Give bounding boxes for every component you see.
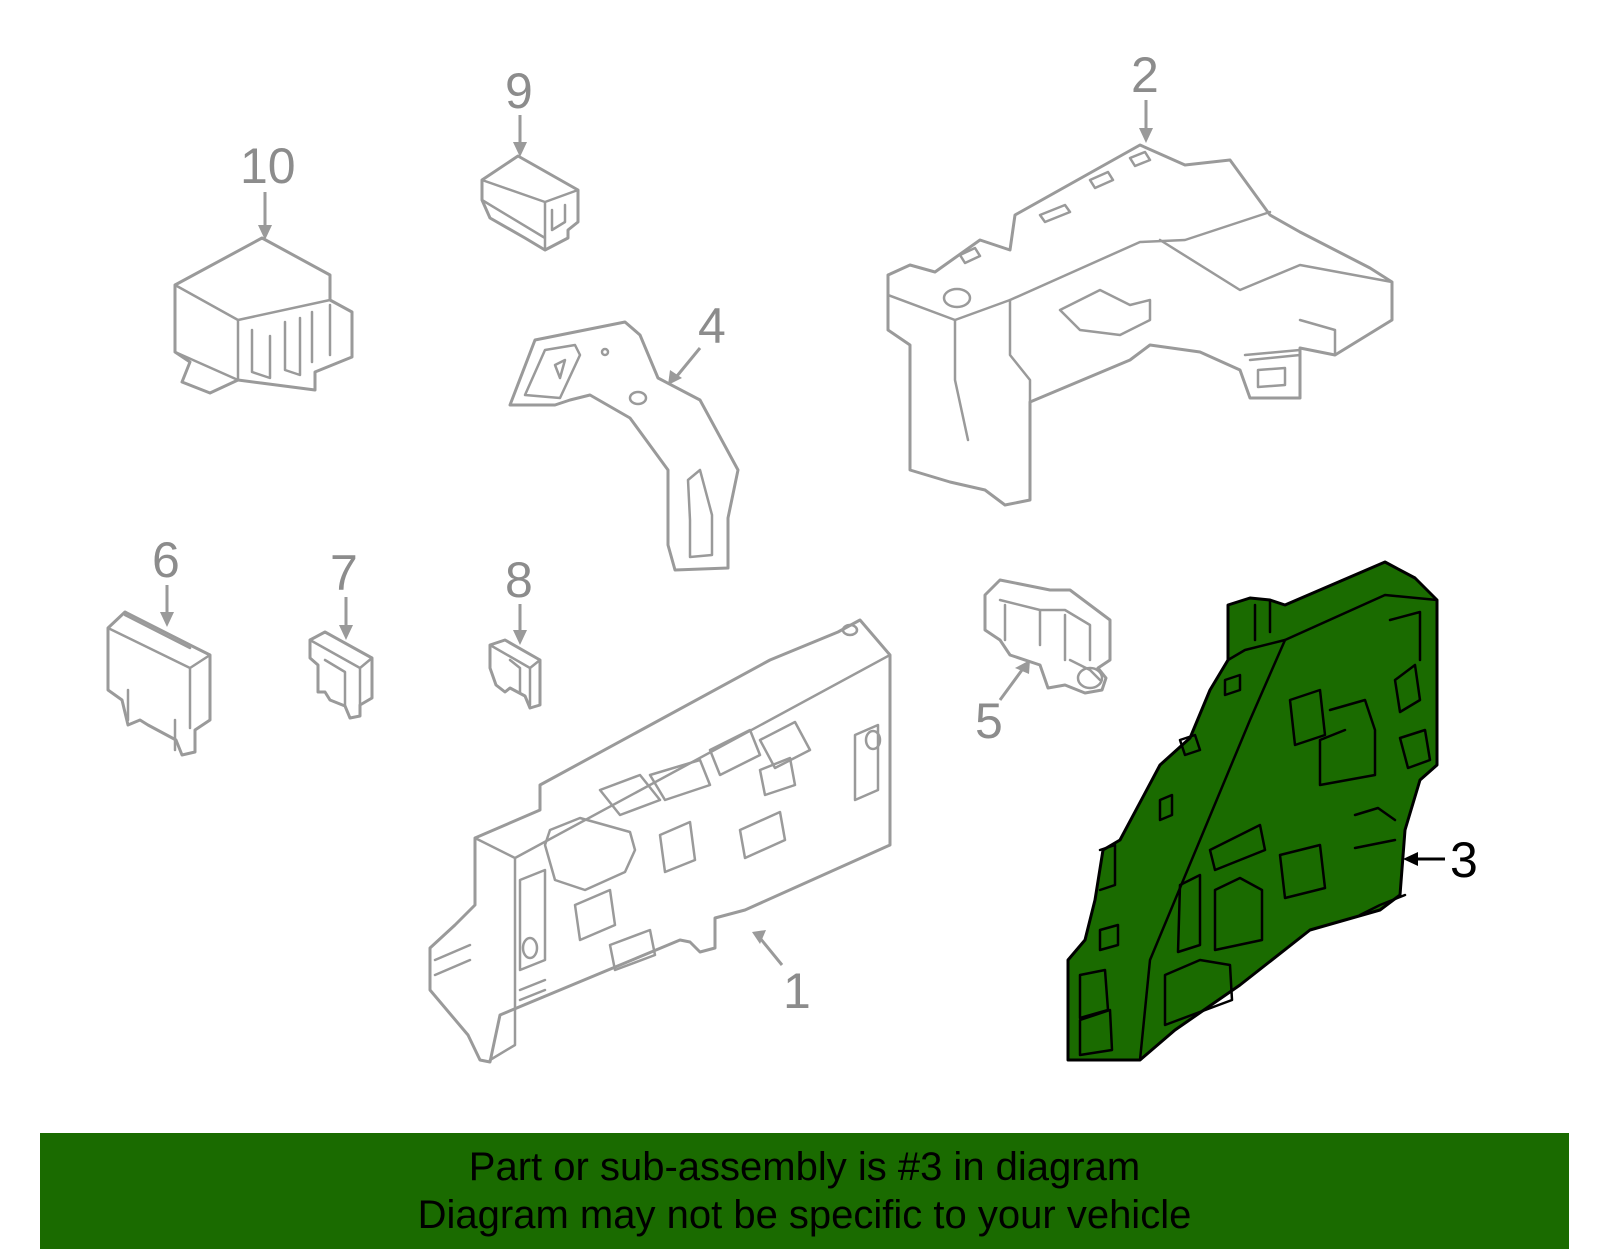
part-10-relay[interactable] bbox=[173, 236, 354, 395]
callout-8: 8 bbox=[505, 552, 533, 608]
callout-6: 6 bbox=[152, 532, 180, 588]
callout-1: 1 bbox=[783, 963, 811, 1019]
notice-banner: Part or sub-assembly is #3 in diagram Di… bbox=[40, 1133, 1569, 1249]
callout-5-arrow bbox=[998, 669, 1024, 701]
callout-8-arrowhead bbox=[513, 630, 527, 645]
callout-9: 9 bbox=[505, 63, 533, 119]
part-8-fuse[interactable] bbox=[488, 638, 542, 710]
callout-4-arrowhead bbox=[668, 370, 682, 385]
callout-10: 10 bbox=[240, 138, 296, 194]
callout-10-arrowhead bbox=[258, 225, 272, 240]
callout-9-arrowhead bbox=[513, 142, 527, 157]
callout-4-arrow bbox=[675, 347, 702, 377]
part-7-fuse[interactable] bbox=[308, 630, 374, 720]
part-6-fuse[interactable] bbox=[106, 610, 212, 757]
banner-line-2: Diagram may not be specific to your vehi… bbox=[417, 1193, 1192, 1237]
callout-5: 5 bbox=[975, 693, 1003, 749]
banner-line-1: Part or sub-assembly is #3 in diagram bbox=[468, 1145, 1141, 1189]
callout-4: 4 bbox=[698, 298, 726, 354]
callout-1-arrowhead bbox=[752, 930, 766, 944]
part-5-connector[interactable] bbox=[983, 578, 1112, 695]
callout-5-arrowhead bbox=[1015, 660, 1030, 674]
part-1-fuse-box[interactable] bbox=[428, 618, 892, 1064]
part-2-fuse-box-upper[interactable] bbox=[886, 143, 1394, 507]
callout-3-arrowhead bbox=[1403, 852, 1418, 866]
callout-3: 3 bbox=[1450, 832, 1478, 888]
part-3-module[interactable] bbox=[1066, 560, 1439, 1062]
callout-7-arrowhead bbox=[339, 625, 353, 640]
callout-1-arrow bbox=[758, 937, 784, 966]
callout-7: 7 bbox=[330, 545, 358, 601]
callout-6-arrowhead bbox=[160, 612, 174, 627]
part-4-bracket[interactable] bbox=[508, 320, 740, 572]
callout-2-arrowhead bbox=[1139, 128, 1153, 143]
part-9-relay[interactable] bbox=[480, 154, 580, 252]
callout-2: 2 bbox=[1131, 47, 1159, 103]
